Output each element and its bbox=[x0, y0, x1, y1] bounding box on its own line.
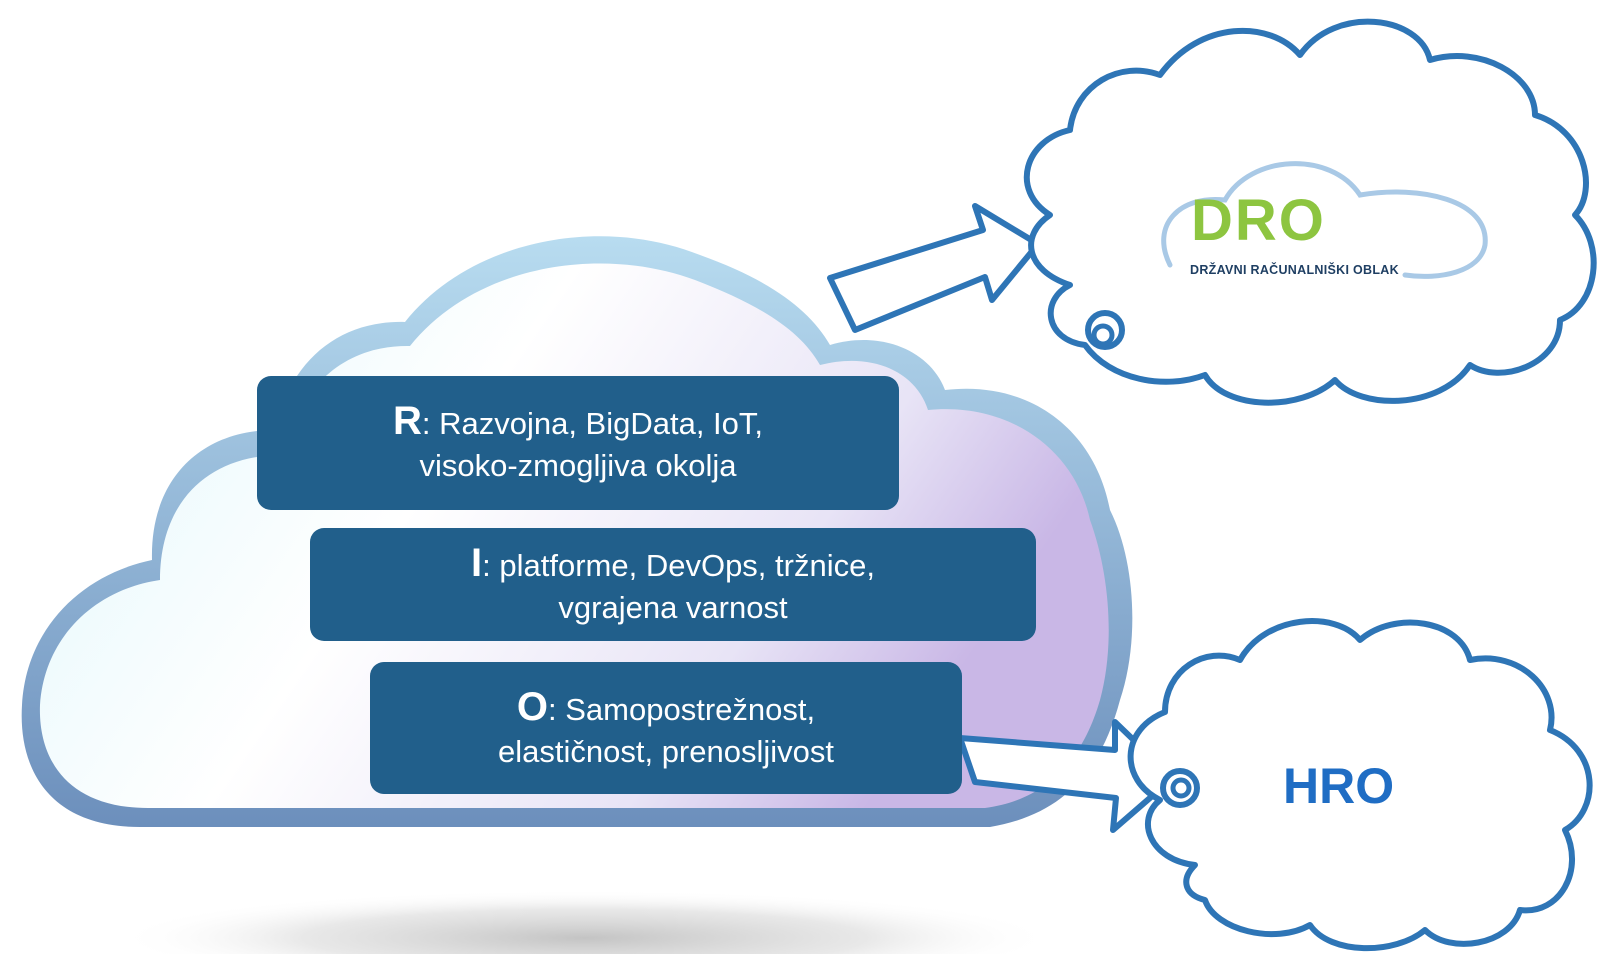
layer-text-r-line2: visoko-zmogljiva okolja bbox=[419, 448, 737, 483]
dro-logo-subtitle: DRŽAVNI RAČUNALNIŠKI OBLAK bbox=[1190, 263, 1399, 277]
hro-cloud-outline bbox=[1127, 618, 1593, 952]
layer-text-r-line1: : Razvojna, BigData, IoT, bbox=[421, 406, 764, 441]
layer-box-r: R: Razvojna, BigData, IoT, visoko-zmoglj… bbox=[257, 376, 899, 510]
layer-box-i: I: platforme, DevOps, tržnice, vgrajena … bbox=[310, 528, 1036, 641]
dro-cloud-outline bbox=[1023, 18, 1597, 406]
layer-text-i-line2: vgrajena varnost bbox=[558, 590, 788, 625]
dro-cloud bbox=[1023, 18, 1597, 406]
layer-box-o: O: Samopostrežnost, elastičnost, prenosl… bbox=[370, 662, 962, 794]
dro-logo-text: DRO bbox=[1191, 188, 1326, 253]
dro-logo-swoosh bbox=[1161, 161, 1488, 279]
hro-bubble-inner bbox=[1170, 777, 1192, 799]
layer-text-i-line1: : platforme, DevOps, tržnice, bbox=[482, 548, 875, 583]
layer-text-o-line1: : Samopostrežnost, bbox=[548, 692, 816, 727]
cloud-ground-shadow bbox=[115, 890, 1055, 954]
arrow-to-hro bbox=[957, 719, 1176, 833]
layer-letter-i: I bbox=[471, 541, 483, 585]
dro-bubble-inner bbox=[1091, 323, 1115, 347]
hro-bubble-outer bbox=[1160, 768, 1200, 808]
layer-letter-o: O bbox=[516, 685, 549, 729]
dro-bubble-outer bbox=[1085, 310, 1125, 350]
hro-cloud bbox=[1127, 618, 1593, 952]
layer-letter-r: R bbox=[392, 399, 422, 443]
layer-text-o-line2: elastičnost, prenosljivost bbox=[498, 734, 834, 769]
hro-label: HRO bbox=[1283, 758, 1395, 814]
arrow-to-dro bbox=[827, 203, 1041, 333]
